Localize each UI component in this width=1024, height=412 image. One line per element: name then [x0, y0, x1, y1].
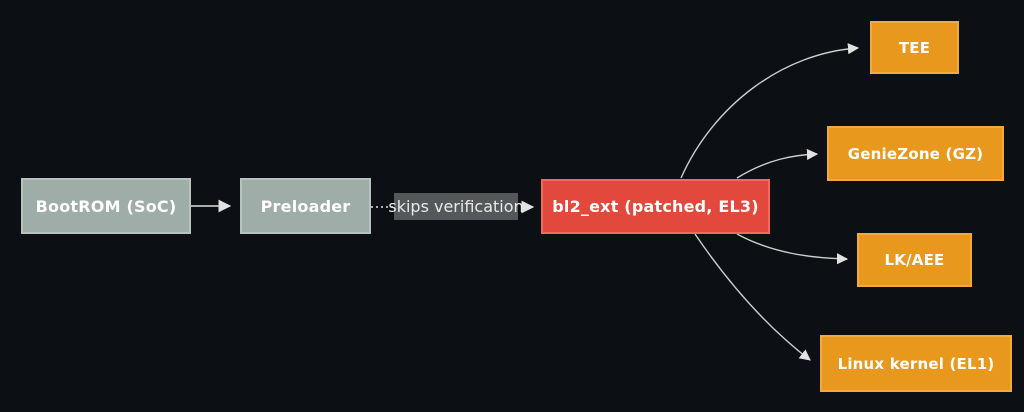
node-tee: TEE — [870, 21, 959, 74]
node-bl2ext-patched: bl2_ext (patched, EL3) — [541, 179, 770, 234]
edge-bl2ext-to-geniezone — [736, 148, 819, 179]
node-geniezone-label: GenieZone (GZ) — [847, 144, 984, 163]
edge-skip-verification-text: skips verification — [388, 197, 524, 216]
node-linux-kernel: Linux kernel (EL1) — [820, 335, 1012, 392]
edge-bl2ext-to-lkaee — [736, 233, 849, 265]
node-lk-aee: LK/AEE — [857, 233, 972, 287]
node-bootrom: BootROM (SoC) — [21, 178, 191, 234]
edge-skip-verification-label: skips verification — [388, 193, 524, 220]
node-preloader: Preloader — [240, 178, 371, 234]
edge-bl2ext-to-tee — [680, 43, 860, 179]
node-bootrom-label: BootROM (SoC) — [35, 196, 177, 216]
edge-bl2ext-to-linux — [694, 233, 811, 361]
node-preloader-label: Preloader — [260, 196, 351, 216]
node-lk-aee-label: LK/AEE — [884, 251, 945, 269]
node-bl2ext-label: bl2_ext (patched, EL3) — [552, 197, 759, 216]
node-geniezone: GenieZone (GZ) — [827, 126, 1004, 181]
node-tee-label: TEE — [898, 38, 931, 57]
node-linux-kernel-label: Linux kernel (EL1) — [837, 354, 995, 373]
